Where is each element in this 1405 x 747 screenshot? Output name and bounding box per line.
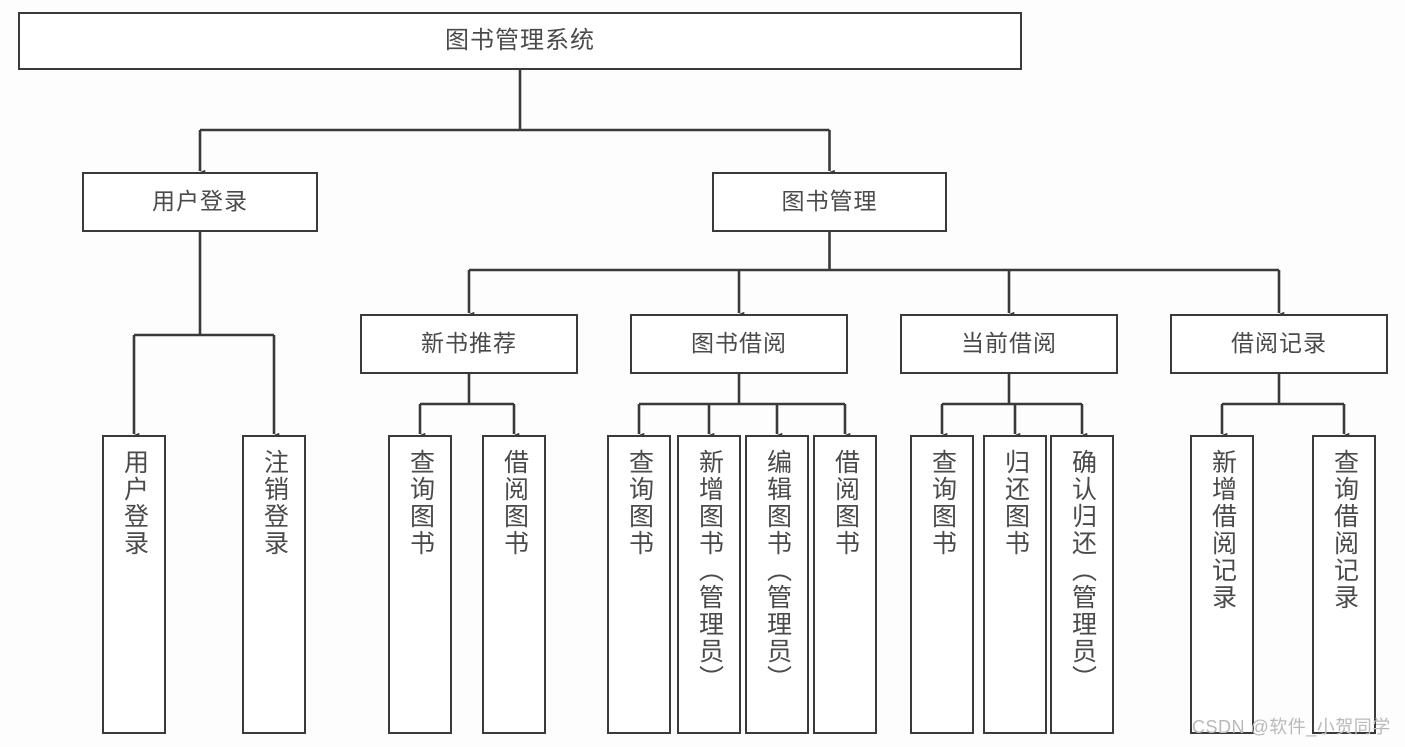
node-label: 图书管理系统 [445,26,595,54]
node-label: 借阅图书 [831,449,860,557]
node-label: 用户登录 [152,188,248,215]
node-current-borrow[interactable]: 当前借阅 [900,314,1118,374]
node-borrow-record[interactable]: 借阅记录 [1170,314,1388,374]
node-leaf-rcd-query[interactable]: 查询借阅记录 [1312,435,1376,734]
node-leaf-cur-query[interactable]: 查询图书 [910,435,974,734]
node-label: 查询图书 [625,449,654,557]
node-label: 查询图书 [406,449,435,557]
node-leaf-cur-confirm[interactable]: 确认归还（管理员） [1050,435,1114,734]
node-user-login[interactable]: 用户登录 [82,172,318,232]
node-leaf-cur-return[interactable]: 归还图书 [983,435,1047,734]
watermark: CSDN @软件_小贺同学 [1192,717,1391,737]
node-label: 注销登录 [260,449,289,557]
node-label: 查询图书 [928,449,957,557]
node-label: 当前借阅 [961,330,1057,357]
node-leaf-bor-edit[interactable]: 编辑图书（管理员） [745,435,809,734]
node-root[interactable]: 图书管理系统 [18,12,1022,70]
node-book-manage[interactable]: 图书管理 [712,172,947,232]
node-label: 编辑图书（管理员） [763,449,792,692]
node-leaf-bor-lend[interactable]: 借阅图书 [813,435,877,734]
node-label: 借阅图书 [500,449,529,557]
node-label: 图书借阅 [691,330,787,357]
node-label: 图书管理 [781,188,878,215]
node-leaf-rec-query[interactable]: 查询图书 [388,435,452,734]
node-leaf-user-login[interactable]: 用户登录 [102,435,166,734]
node-label: 归还图书 [1001,449,1030,557]
node-label: 用户登录 [120,449,149,557]
node-leaf-rcd-add[interactable]: 新增借阅记录 [1190,435,1254,734]
node-leaf-bor-query[interactable]: 查询图书 [607,435,671,734]
node-label: 查询借阅记录 [1330,449,1359,611]
node-leaf-rec-borrow[interactable]: 借阅图书 [482,435,546,734]
node-leaf-user-logout[interactable]: 注销登录 [242,435,306,734]
node-label: 新增借阅记录 [1208,449,1237,611]
node-label: 新增图书（管理员） [695,449,724,692]
node-leaf-bor-add[interactable]: 新增图书（管理员） [677,435,741,734]
node-label: 借阅记录 [1231,330,1327,357]
node-label: 确认归还（管理员） [1068,449,1097,692]
node-book-borrow[interactable]: 图书借阅 [630,314,848,374]
node-new-book-rec[interactable]: 新书推荐 [360,314,578,374]
node-label: 新书推荐 [421,330,517,357]
